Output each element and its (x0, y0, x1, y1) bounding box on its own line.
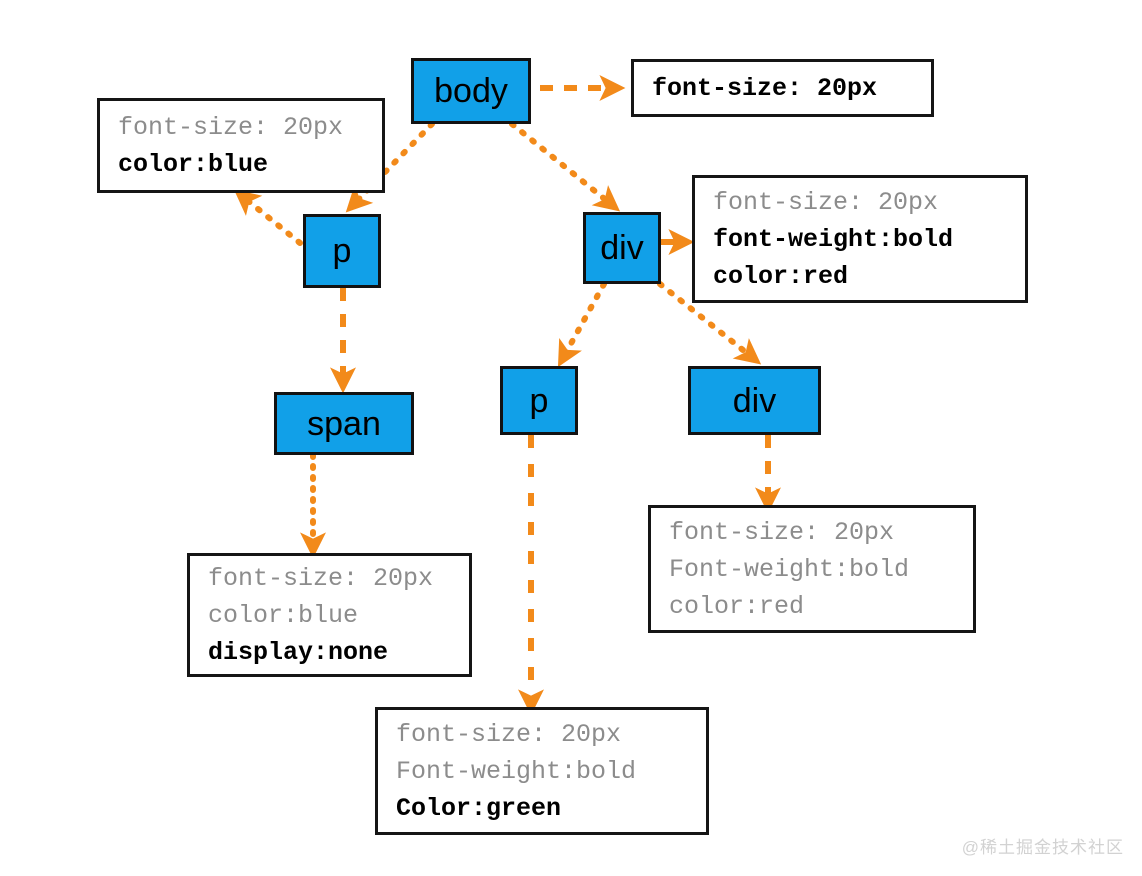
watermark: @稀土掘金技术社区 (961, 838, 1124, 857)
edge-div-to-p2 (557, 281, 607, 368)
edge-body-to-div (509, 121, 621, 212)
node-p-2-label: p (529, 381, 549, 420)
node-span-1[interactable]: span (274, 392, 414, 455)
callout-span-1-line-3: display:none (208, 637, 389, 667)
node-div-2[interactable]: div (688, 366, 821, 435)
node-p-1[interactable]: p (303, 214, 381, 288)
node-p-1-label: p (332, 232, 352, 270)
callout-div-1: font-size: 20px font-weight:bold color:r… (692, 175, 1028, 303)
callout-body-line-1: font-size: 20px (652, 73, 878, 103)
callout-div-2-line-1: font-size: 20px (669, 517, 895, 547)
callout-p-1-line-1: font-size: 20px (118, 112, 344, 142)
callout-div-2-line-3: color:red (669, 591, 805, 621)
callout-p-1-line-2: color:blue (118, 149, 269, 179)
node-div-1-label: div (600, 229, 644, 267)
callout-div-2-line-2: Font-weight:bold (669, 554, 910, 584)
callout-div-1-line-1: font-size: 20px (713, 187, 939, 217)
node-div-1[interactable]: div (583, 212, 661, 284)
callout-p-2-line-3: Color:green (396, 793, 562, 823)
node-body[interactable]: body (411, 58, 531, 124)
callout-div-2: font-size: 20px Font-weight:bold color:r… (648, 505, 976, 633)
node-span-1-label: span (307, 404, 381, 443)
callout-div-1-line-3: color:red (713, 261, 849, 291)
callout-p-1: font-size: 20px color:blue (97, 98, 385, 193)
edge-p-to-callout (233, 189, 303, 246)
callout-div-1-line-2: font-weight:bold (713, 224, 954, 254)
callout-span-1-line-1: font-size: 20px (208, 563, 434, 593)
callout-body: font-size: 20px (631, 59, 934, 117)
callout-span-1-line-2: color:blue (208, 600, 359, 630)
node-div-2-label: div (732, 381, 777, 420)
callout-p-2: font-size: 20px Font-weight:bold Color:g… (375, 707, 709, 835)
callout-p-2-line-2: Font-weight:bold (396, 756, 637, 786)
callout-span-1: font-size: 20px color:blue display:none (187, 553, 472, 677)
node-p-2[interactable]: p (500, 366, 578, 435)
callout-p-2-line-1: font-size: 20px (396, 719, 622, 749)
node-body-label: body (434, 72, 508, 110)
